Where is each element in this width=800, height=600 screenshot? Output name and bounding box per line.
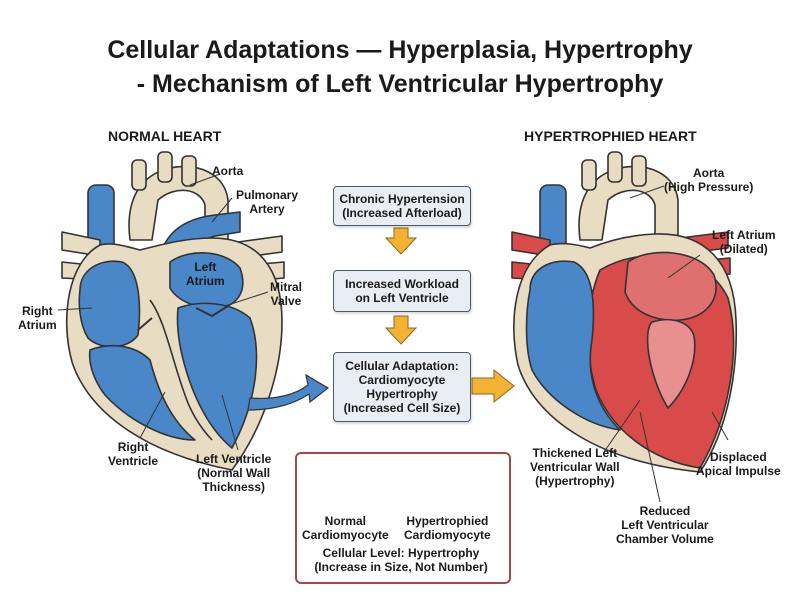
label-left-ventricle: Left Ventricle (Normal Wall Thickness) [196, 452, 272, 494]
label-hyper-left-atrium: Left Atrium (Dilated) [712, 228, 776, 256]
page-title: Cellular Adaptations — Hyperplasia, Hype… [107, 36, 693, 64]
right-atrium-shape [78, 260, 141, 348]
hypertrophied-heart-illustration [511, 151, 738, 473]
page-subtitle: - Mechanism of Left Ventricular Hypertro… [136, 70, 664, 98]
mitral-valve-shape [195, 305, 229, 317]
flow-box-cellular-adaptation: Cellular Adaptation: Cardiomyocyte Hyper… [333, 352, 471, 422]
label-pulmonary-artery: Pulmonary Artery [236, 188, 299, 216]
normal-heart-heading: NORMAL HEART [108, 128, 222, 144]
hypertrophied-heart-heading: HYPERTROPHIED HEART [524, 128, 697, 144]
label-reduced-lv-chamber: Reduced Left Ventricular Chamber Volume [616, 504, 714, 546]
label-right-ventricle: Right Ventricle [108, 440, 159, 468]
flow-arrows [384, 227, 515, 404]
dilated-left-atrium-shape [624, 251, 717, 322]
normal-to-hypertrophy-arrow [247, 373, 330, 411]
flow-box-increased-workload: Increased Workload on Left Ventricle [333, 270, 471, 312]
cellular-level-panel [295, 452, 511, 584]
label-hyper-aorta: Aorta (High Pressure) [664, 166, 754, 194]
label-left-atrium: Left Atrium [186, 260, 225, 288]
hyper-right-heart-shape [525, 260, 621, 431]
label-thickened-lv-wall: Thickened Left Ventricular Wall (Hypertr… [530, 446, 620, 488]
label-aorta: Aorta [212, 164, 244, 178]
label-mitral-valve: Mitral Valve [270, 280, 303, 308]
reduced-lv-chamber-shape [646, 318, 696, 409]
cellular-caption: Cellular Level: Hypertrophy (Increase in… [314, 546, 488, 574]
label-hypertrophied-cardiomyocyte: Hypertrophied Cardiomyocyte [404, 514, 491, 542]
label-displaced-apical-impulse: Displaced Apical Impulse [696, 450, 781, 478]
left-ventricle-shape [176, 302, 258, 449]
label-right-atrium: Right Atrium [18, 304, 57, 332]
right-ventricle-shape [88, 344, 196, 441]
label-normal-cardiomyocyte: Normal Cardiomyocyte [302, 514, 389, 542]
normal-heart-illustration [61, 151, 285, 471]
to-hypertrophied-arrow [471, 368, 515, 404]
flow-box-chronic-hypertension: Chronic Hypertension (Increased Afterloa… [333, 186, 471, 226]
left-atrium-shape [169, 252, 244, 310]
